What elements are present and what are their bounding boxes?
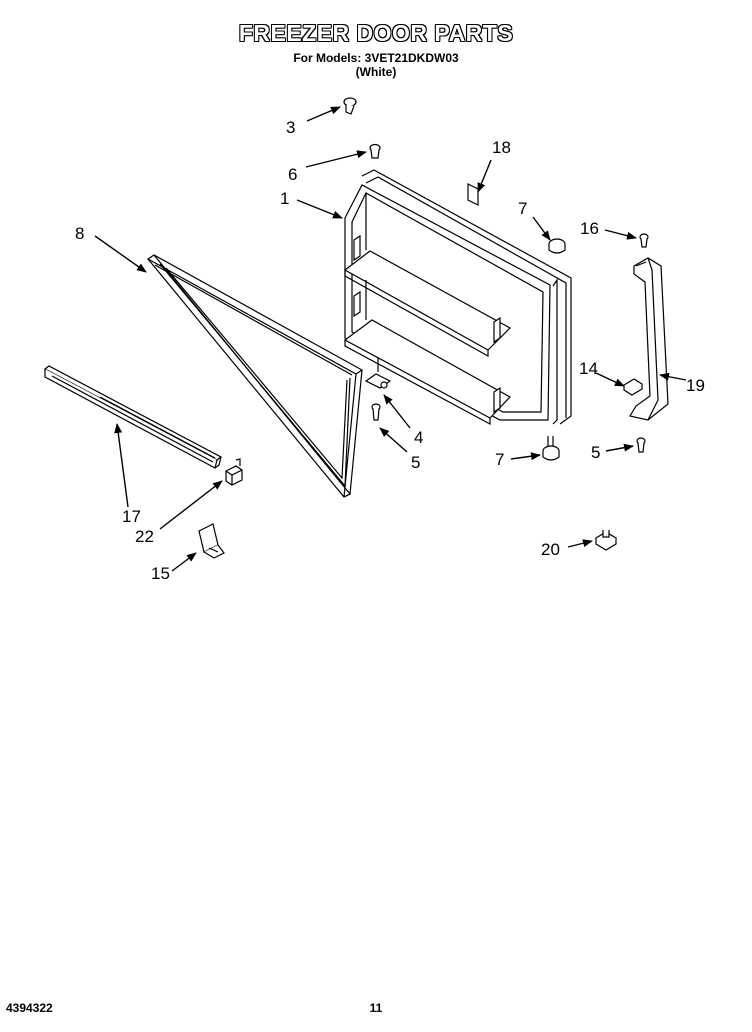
- page-title: FREEZER DOOR PARTS: [238, 20, 514, 46]
- callout-4: 4: [414, 428, 423, 447]
- document-part-number: 4394322: [6, 1001, 53, 1015]
- label-tag: [467, 183, 479, 206]
- door-stop: [364, 357, 392, 389]
- callout-3: 3: [286, 118, 295, 137]
- models-line: For Models: 3VET21DKDW03: [293, 51, 459, 65]
- screw-hinge: [369, 143, 381, 159]
- screw-left: [371, 403, 381, 421]
- hinge-bushing-top: [548, 238, 566, 254]
- callout-numbers: 3 6 1 8 18 7 16 14 19 4 5 7 5 17 22 15 2…: [75, 118, 705, 583]
- callout-19: 19: [686, 376, 705, 395]
- callout-16: 16: [580, 219, 599, 238]
- door-trim-strip: [43, 365, 223, 469]
- callout-7-top: 7: [518, 199, 527, 218]
- leader-lines: [94, 106, 687, 572]
- plug: [594, 530, 618, 551]
- door-handle: [629, 257, 669, 421]
- callout-1: 1: [280, 189, 289, 208]
- callout-6: 6: [288, 165, 297, 184]
- handle-clip: [622, 378, 644, 396]
- callout-5-right: 5: [591, 443, 600, 462]
- page-number: 11: [369, 1001, 383, 1015]
- door-gasket: [146, 254, 364, 498]
- freezer-door-liner: [343, 169, 572, 426]
- trim-end-cap: [225, 458, 243, 486]
- callout-17: 17: [122, 507, 141, 526]
- screw-handle: [639, 233, 649, 248]
- hinge-bushing-bottom: [542, 436, 560, 461]
- screw-top: [343, 97, 357, 115]
- color-line: (White): [355, 65, 397, 79]
- callout-15: 15: [151, 564, 170, 583]
- callout-7-bottom: 7: [495, 450, 504, 469]
- callout-22: 22: [135, 527, 154, 546]
- callout-5-left: 5: [411, 453, 420, 472]
- callout-18: 18: [492, 138, 511, 157]
- bracket: [198, 523, 225, 559]
- callout-8: 8: [75, 224, 84, 243]
- screw-right: [636, 437, 646, 453]
- callout-20: 20: [541, 540, 560, 559]
- callout-14: 14: [579, 359, 598, 378]
